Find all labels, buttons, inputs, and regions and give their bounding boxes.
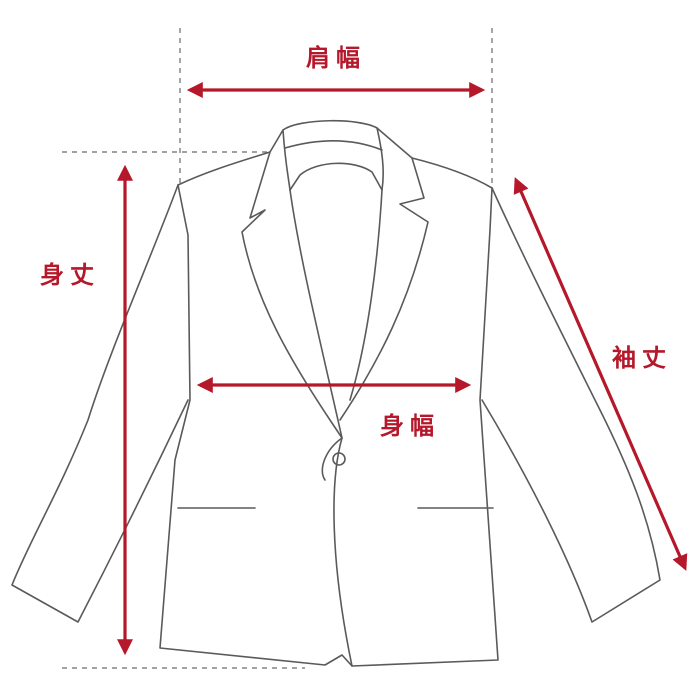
body-length-label: 身丈 <box>40 261 100 289</box>
shoulder-width-label: 肩幅 <box>306 44 366 72</box>
guide-lines <box>62 28 493 669</box>
body-width-label: 身幅 <box>380 412 440 440</box>
sleeve-length-arrow <box>513 177 688 571</box>
jacket-outline <box>11 119 661 667</box>
sleeve-length-label: 袖丈 <box>612 344 672 372</box>
button-icon <box>332 452 346 466</box>
